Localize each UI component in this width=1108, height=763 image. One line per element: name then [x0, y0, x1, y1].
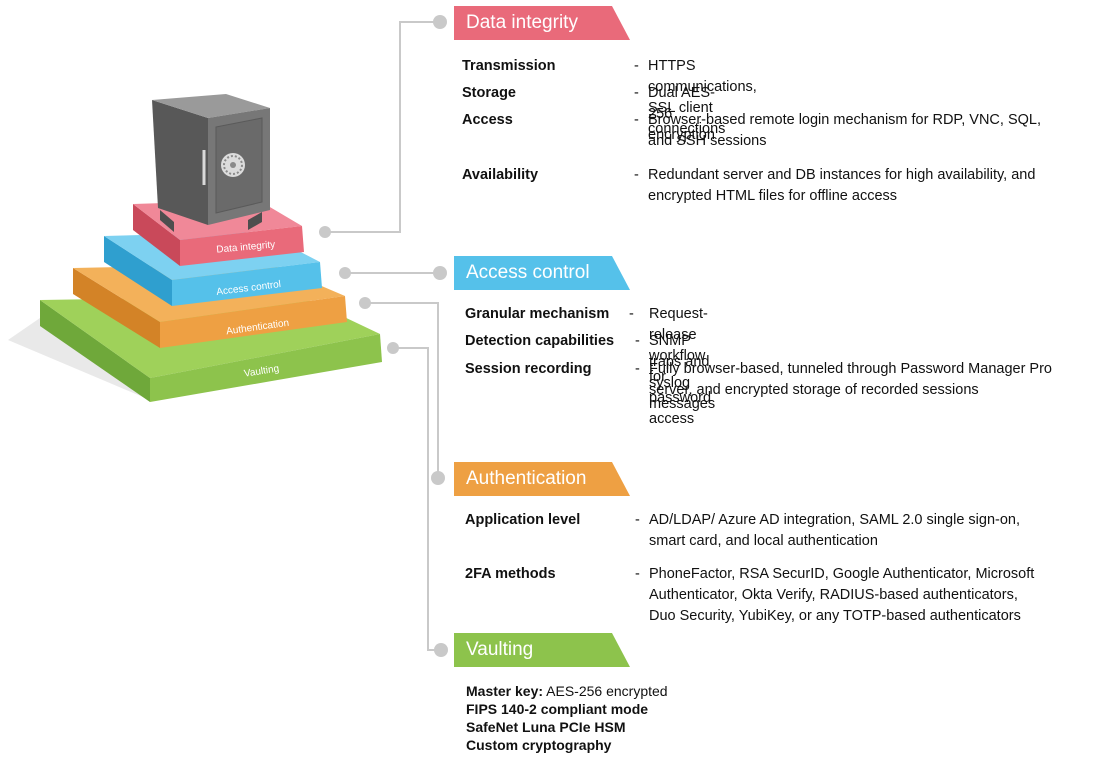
data-integrity-layer-side	[133, 204, 180, 266]
banner-vaulting	[454, 633, 630, 667]
banner-access-control	[454, 256, 630, 290]
authentication-layer-front	[160, 296, 347, 348]
row-desc: Redundant server and DB instances for hi…	[648, 167, 1036, 204]
connector-data-integrity	[319, 15, 447, 238]
row-desc: AD/LDAP/ Azure AD integration, SAML 2.0 …	[649, 512, 1021, 549]
row-dash: -	[629, 306, 634, 322]
row-desc: Dual AES-256 encryption	[648, 85, 715, 143]
banner-authentication	[454, 462, 630, 496]
section-title-data-integrity: Data integrity	[466, 12, 578, 33]
section-title-vaulting: Vaulting	[466, 639, 534, 660]
row-dash: -	[635, 361, 640, 377]
row-dash: -	[634, 85, 639, 101]
row-label: Access	[462, 112, 513, 128]
vaulting-item: FIPS 140-2 compliant mode	[466, 701, 649, 717]
row-dash: -	[634, 58, 639, 74]
vaulting-master-key: Master key: AES-256 encrypted	[466, 683, 668, 699]
data-integrity-layer-front	[180, 226, 304, 266]
connector-authentication	[359, 297, 445, 485]
row-label: Availability	[462, 167, 539, 183]
row-label: Transmission	[462, 58, 556, 74]
section-title-authentication: Authentication	[466, 468, 587, 489]
row-desc: Request-release workflow for password ac…	[649, 306, 712, 427]
row-dash: -	[634, 112, 639, 128]
row-desc: Browser-based remote login mechanism for…	[648, 112, 1041, 149]
row-label: Application level	[465, 512, 581, 528]
safe-icon	[152, 94, 270, 232]
row-label: Storage	[462, 85, 516, 101]
access-control-layer-side	[104, 236, 172, 306]
row-desc: SNMP traps and syslog messages	[649, 333, 716, 412]
row-dash: -	[635, 566, 640, 582]
row-desc: PhoneFactor, RSA SecurID, Google Authent…	[649, 566, 1035, 624]
vaulting-layer-front	[150, 334, 382, 402]
row-dash: -	[635, 333, 640, 349]
access-control-layer-front	[172, 262, 322, 306]
vaulting-layer-side	[40, 300, 150, 402]
connector-vaulting	[387, 342, 448, 657]
vaulting-details: Master key: AES-256 encrypted FIPS 140-2…	[466, 682, 668, 754]
row-desc: HTTPS communications, SSL client connect…	[648, 58, 757, 137]
row-label: Session recording	[465, 361, 592, 377]
pyramid-label-vaulting: Vaulting	[243, 363, 280, 379]
row-dash: -	[635, 512, 640, 528]
vaulting-item: SafeNet Luna PCIe HSM	[466, 719, 626, 735]
vaulting-item: Custom cryptography	[466, 737, 612, 753]
pyramid-label-data-integrity: Data integrity	[216, 239, 276, 255]
connector-access-control	[339, 266, 447, 280]
row-label: Detection capabilities	[465, 333, 615, 349]
banner-data-integrity	[454, 6, 630, 40]
section-title-access-control: Access control	[466, 262, 590, 283]
row-label: 2FA methods	[465, 566, 556, 582]
row-desc: Fully browser-based, tunneled through Pa…	[649, 361, 1052, 398]
row-label: Granular mechanism	[465, 306, 610, 322]
authentication-layer-side	[73, 268, 160, 348]
row-dash: -	[634, 167, 639, 183]
